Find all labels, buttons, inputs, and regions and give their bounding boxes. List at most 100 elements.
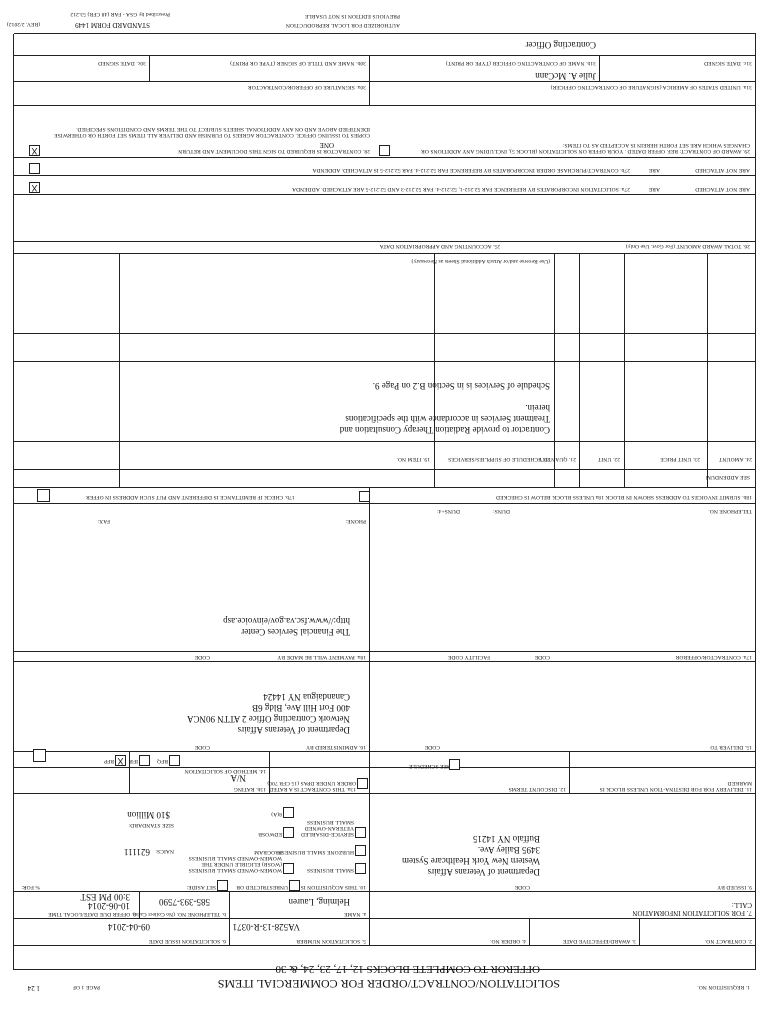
total-award-label: 26. TOTAL AWARD AMOUNT (For Govt. Use On… <box>625 243 750 249</box>
rule <box>229 919 230 946</box>
payment-line1: The Financial Services Center <box>241 627 350 637</box>
contracting-officer-title: Contracting Officer <box>525 40 596 50</box>
rule <box>579 254 580 488</box>
col-schedule: 20. SCHEDULE OF SUPPLIES/SERVICES <box>448 456 550 462</box>
clause-29: 29. AWARD OF CONTRACT: REF. OFFER DATED … <box>421 141 750 154</box>
issued-by-line4: Buffalo NY 14215 <box>473 834 540 844</box>
hubzone-label: HUBZONE SMALL BUSINESS <box>278 849 354 855</box>
rule <box>14 157 756 158</box>
rule <box>14 333 756 334</box>
rated-order-label: 13a. THIS CONTRACT IS A RATED ORDER UNDE… <box>267 779 356 792</box>
rule <box>149 56 150 82</box>
pct-for-label: % FOR: <box>21 884 40 890</box>
rule <box>14 767 756 768</box>
small-business-checkbox[interactable] <box>355 863 366 874</box>
set-aside-label: SET ASIDE: <box>186 884 216 890</box>
rule <box>554 254 555 488</box>
rule <box>14 918 756 919</box>
duns-label: DUNS: <box>492 508 510 514</box>
copies-count: ONE <box>319 141 334 149</box>
unrestricted-checkbox[interactable] <box>289 880 300 891</box>
eight-a-checkbox[interactable] <box>283 807 294 818</box>
reverse-note: (Use Reverse and/or Attach Additional Sh… <box>411 258 550 264</box>
invoice-checkbox[interactable] <box>359 491 370 502</box>
clause-27a-checkbox[interactable]: X <box>29 182 40 193</box>
unrestricted-label: UNRESTRICTED OR <box>236 884 288 890</box>
footer-form-number: STANDARD FORM 1449 <box>75 21 150 29</box>
accounting-label: 25. ACCOUNTING AND APPROPRIATION DATA <box>379 243 500 249</box>
edwosb-checkbox[interactable] <box>283 827 294 838</box>
page-value: 1 24 <box>27 984 40 992</box>
fob-checkbox[interactable] <box>33 749 46 762</box>
rule <box>14 33 756 34</box>
solicitation-no-label: 5. SOLICITATION NUMBER <box>296 938 366 944</box>
form-title: SOLICITATION/CONTRACT/ORDER FOR COMMERCI… <box>217 977 560 991</box>
item-desc-line1: Contractor to provide Radiation Therapy … <box>339 425 550 435</box>
size-standard: $10 Million <box>127 810 170 820</box>
ifb-label: IFB <box>129 758 138 764</box>
rfp-checkbox[interactable]: X <box>115 755 126 766</box>
rule <box>14 651 756 652</box>
rule <box>14 661 756 662</box>
clause-27b-are: ARE <box>648 167 660 173</box>
discount-terms-label: 12. DISCOUNT TERMS <box>508 786 566 792</box>
set-aside-checkbox[interactable] <box>217 880 228 891</box>
submit-invoices-label: 18b. SUBMIT INVOICES TO ADDRESS SHOWN IN… <box>495 494 752 500</box>
telephone-label: TELEPHONE NO. <box>708 508 752 514</box>
acquisition-label: 10. THIS ACQUISITION IS <box>300 884 366 890</box>
rule <box>369 794 370 919</box>
administered-line1: Department of Veterans Affairs <box>237 725 350 735</box>
contracting-officer-name: Julie A. McCann <box>535 71 596 81</box>
rfq-checkbox[interactable] <box>169 755 180 766</box>
duns4-label: DUNS+4: <box>436 508 460 514</box>
wosb-label: WOMEN-OWNED SMALL BUSINESS (WOSB) ELIGIB… <box>188 848 282 873</box>
rule <box>229 892 230 919</box>
signature-31c-label: 31c. DATE SIGNED <box>704 60 752 66</box>
clause-28-checkbox[interactable]: X <box>29 145 40 156</box>
clause-27b: 27b. CONTRACT/PURCHASE ORDER INCORPORATE… <box>312 167 630 173</box>
rule <box>639 919 640 946</box>
rule <box>707 254 708 488</box>
see-schedule-checkbox[interactable] <box>449 759 460 770</box>
fax-label: FAX: <box>97 518 110 524</box>
offer-due-time: 3:00 PM EST <box>80 892 130 902</box>
order-no-label: 4. ORDER NO. <box>489 938 526 944</box>
col-amount: 24. AMOUNT <box>718 456 752 462</box>
contractor-code-label: CODE <box>534 654 550 660</box>
requisition-label: 1. REQUISITION NO. <box>697 984 750 990</box>
administered-by-label: 16. ADMINISTERED BY <box>305 744 366 750</box>
phone-label: b. TELEPHONE NO. (No Collect Calls) <box>132 911 226 917</box>
rated-order-checkbox[interactable] <box>357 778 368 789</box>
item-desc-line3: herein. <box>525 403 550 413</box>
delivery-label: 11. DELIVERY FOR FOB DESTINA-TION UNLESS… <box>599 779 752 792</box>
facility-code-label: FACILITY CODE <box>447 654 490 660</box>
sdvosb-checkbox[interactable] <box>355 827 366 838</box>
see-addendum: SEE ADDENDUM <box>705 474 750 480</box>
clause-27b-checkbox[interactable] <box>29 163 40 174</box>
rule <box>755 34 756 970</box>
wosb-checkbox[interactable] <box>283 863 294 874</box>
contact-name-label: a. NAME <box>343 911 366 917</box>
edwosb-label: EDWOSB <box>258 831 282 837</box>
rule <box>14 945 756 946</box>
size-standard-label: SIZE STANDARD: <box>128 822 174 828</box>
small-business-label: SMALL BUSINESS <box>306 867 354 873</box>
clause-27a-are-not: ARE NOT ATTACHED <box>695 186 750 192</box>
offer-due-label: 8. OFFER DUE DATE/LOCAL TIME <box>48 911 136 917</box>
clause-29-checkbox[interactable] <box>379 145 390 156</box>
rfq-label: RFQ <box>157 758 168 764</box>
rule <box>13 34 14 970</box>
ifb-checkbox[interactable] <box>139 755 150 766</box>
rule <box>14 55 756 56</box>
payment-code-label: CODE <box>194 654 210 660</box>
rule <box>14 253 756 254</box>
col-item-no: 19. ITEM NO. <box>396 456 430 462</box>
signature-31b-label: 31b. NAME OF CONTRACTING OFFICER (TYPE O… <box>445 60 596 66</box>
deliver-to-label: 15. DELIVER TO <box>710 744 752 750</box>
col-unit-price: 23. UNIT PRICE <box>660 456 700 462</box>
hubzone-checkbox[interactable] <box>355 845 366 856</box>
rule <box>14 241 756 242</box>
remittance-checkbox[interactable] <box>37 489 50 502</box>
rule <box>369 488 370 752</box>
